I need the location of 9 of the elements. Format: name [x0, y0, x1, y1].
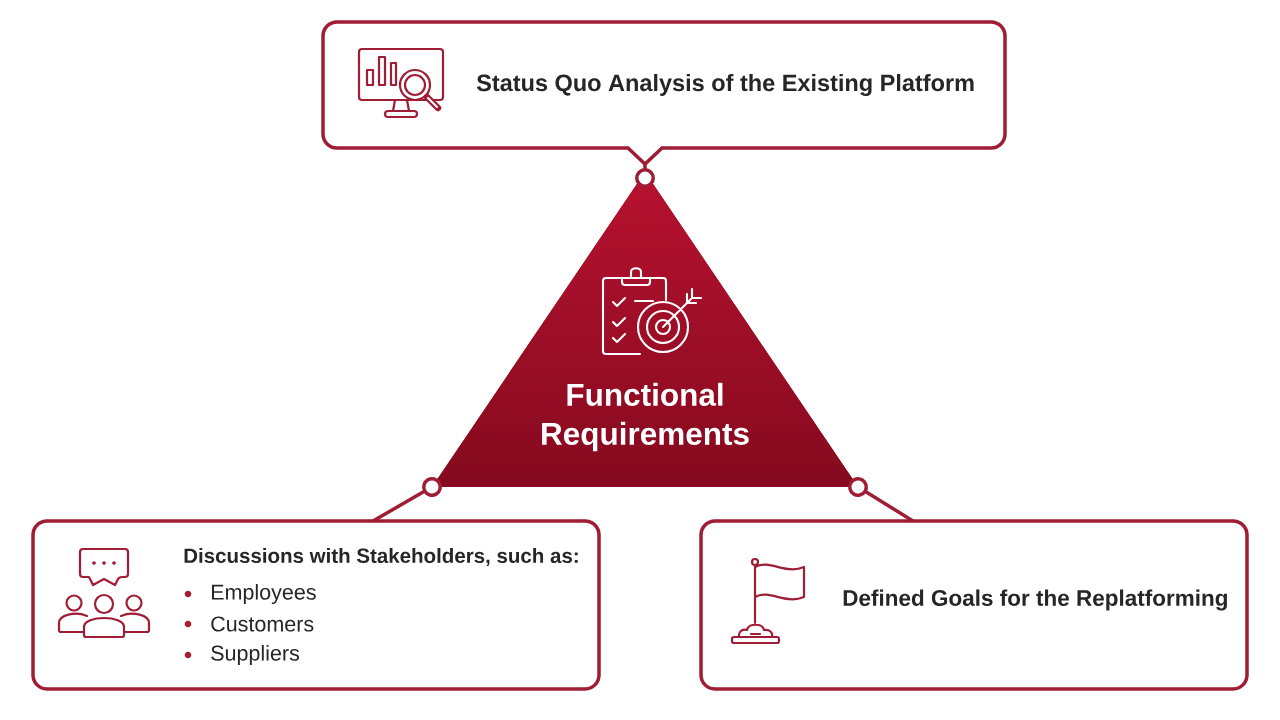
text-box: Defined Goals for the Replatforming [699, 519, 1249, 691]
list-item: Customers [211, 616, 314, 632]
connector-line [372, 477, 442, 523]
connector-line [848, 477, 914, 523]
list-item: Employees [211, 583, 316, 604]
callout-box: Status Quo Analysis of the Existing Platform [321, 20, 1007, 166]
triangle: Functional Requirements [432, 172, 858, 487]
connector-line [635, 164, 655, 188]
list-item: Suppliers [211, 644, 300, 665]
